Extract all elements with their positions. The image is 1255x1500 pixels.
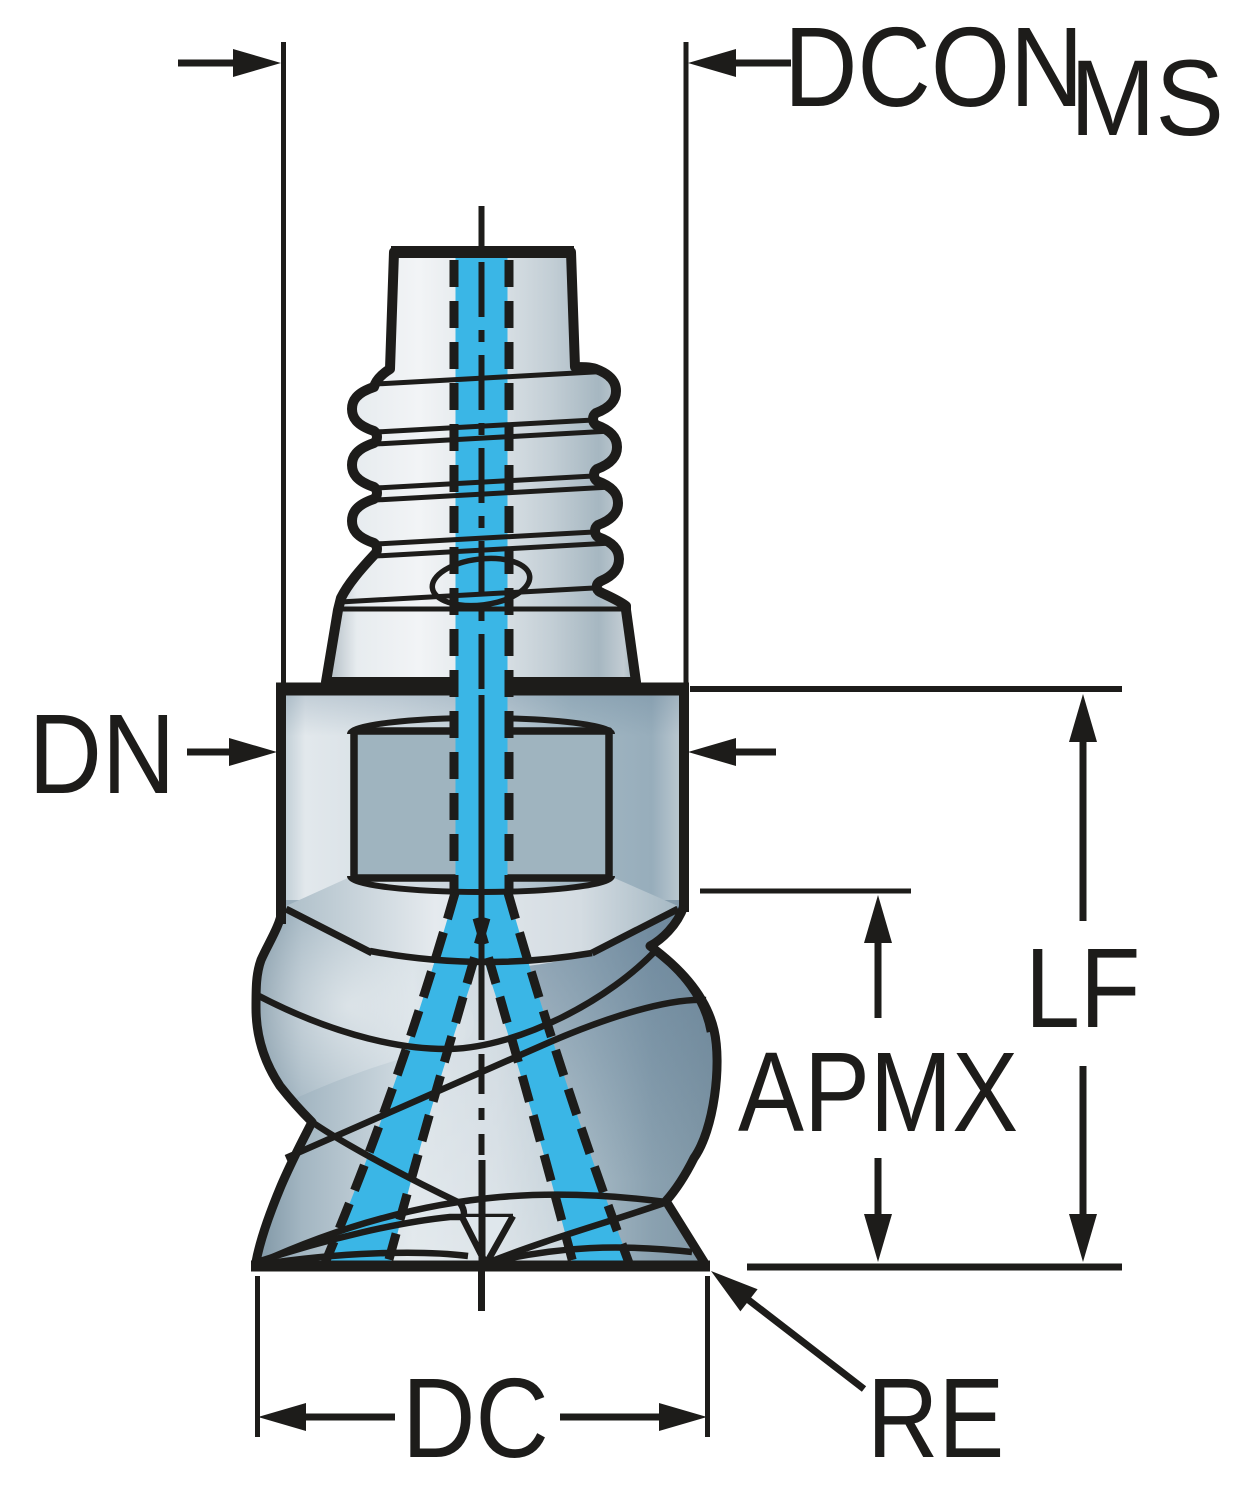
svg-text:DC: DC — [402, 1355, 549, 1481]
svg-text:MS: MS — [1070, 39, 1224, 159]
svg-text:DCON: DCON — [784, 4, 1083, 130]
svg-text:RE: RE — [867, 1356, 1004, 1482]
svg-text:APMX: APMX — [738, 1030, 1018, 1156]
svg-text:LF: LF — [1025, 926, 1140, 1052]
svg-text:DN: DN — [29, 691, 176, 817]
